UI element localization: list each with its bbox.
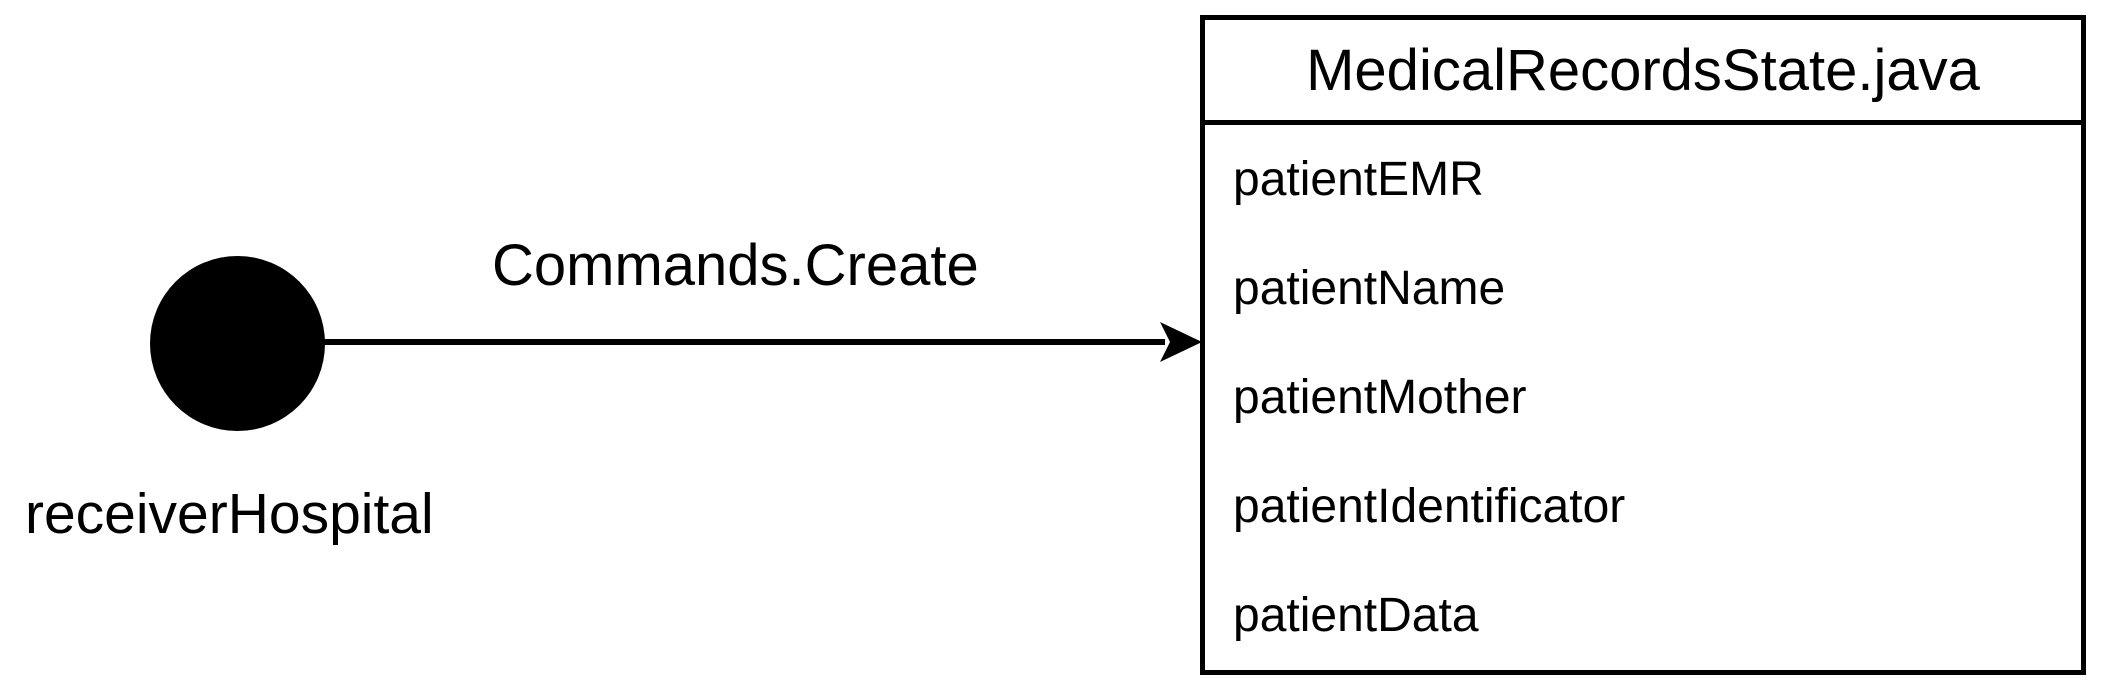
- arrow-label: Commands.Create: [492, 233, 979, 298]
- class-field-patient-mother: patientMother: [1233, 371, 1527, 424]
- class-box-title: MedicalRecordsState.java: [1205, 20, 2081, 125]
- class-field-list: patientEMR patientName patientMother pat…: [1205, 125, 2081, 670]
- class-field-patient-emr: patientEMR: [1233, 153, 1484, 206]
- class-box: MedicalRecordsState.java patientEMR pati…: [1200, 15, 2086, 675]
- arrow-line: [323, 339, 1165, 345]
- actor-node-circle-icon: [150, 256, 325, 431]
- arrow-head-icon: [1160, 322, 1202, 362]
- class-field-patient-identificator: patientIdentificator: [1233, 480, 1626, 533]
- class-field-patient-name: patientName: [1233, 262, 1506, 315]
- actor-label: receiverHospital: [25, 482, 434, 546]
- class-field-patient-data: patientData: [1233, 589, 1479, 642]
